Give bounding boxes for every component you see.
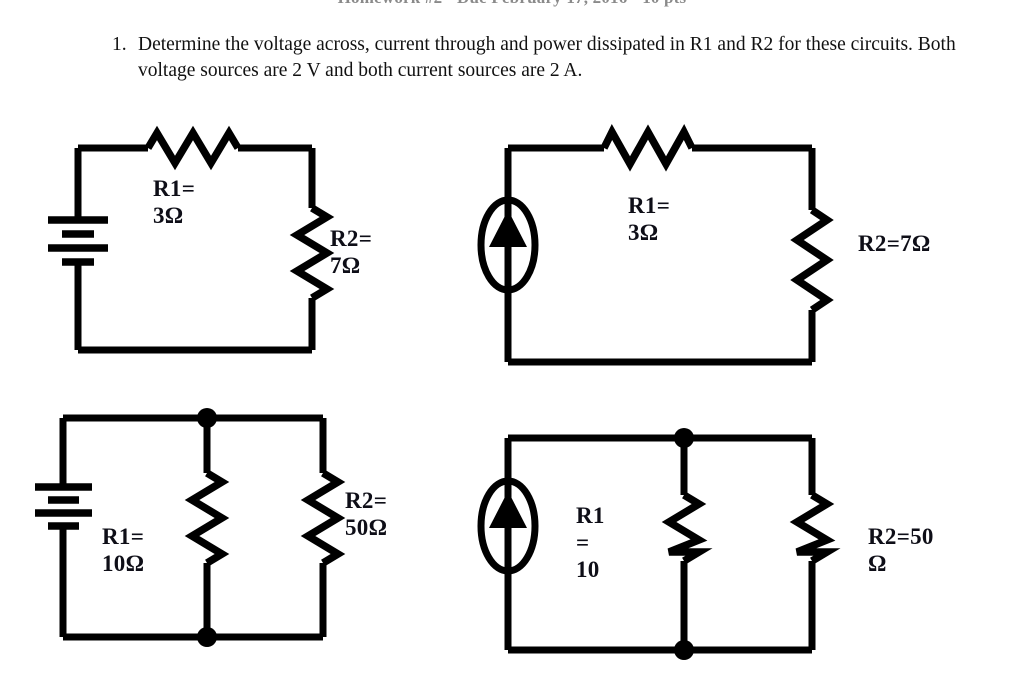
label-r1-top-left: R1= 3Ω: [153, 176, 196, 229]
document-header-clipped: Homework #2 - Due February 17, 2016 - 10…: [0, 0, 1024, 8]
label-r1-top-right: R1= 3Ω: [628, 193, 671, 246]
circuit-top-left: R1= 3Ω R2= 7Ω: [40, 125, 372, 370]
junction-dot-top: [197, 408, 217, 428]
current-source-arrow-icon: [489, 210, 527, 247]
current-source-arrow-icon: [489, 491, 527, 528]
resistor-r2-vertical-symbol: [289, 204, 335, 302]
label-r1-bottom-left: R1= 10Ω: [102, 524, 145, 577]
junction-dot-bottom: [674, 640, 694, 660]
label-r2-bottom-left: R2= 50Ω: [345, 488, 388, 541]
problem-statement: 1. Determine the voltage across, current…: [112, 32, 972, 83]
label-r1-bottom-right: R1 = 10: [576, 503, 605, 583]
resistor-r1-horizontal-symbol: [144, 125, 242, 171]
circuit-bottom-right: R1 = 10 R2=50 Ω: [477, 405, 933, 665]
problem-text: Determine the voltage across, current th…: [138, 34, 956, 81]
junction-dot-top: [674, 428, 694, 448]
circuit-bottom-left: R1= 10Ω R2= 50Ω: [35, 405, 387, 655]
label-r2-top-right: R2=7Ω: [858, 231, 931, 256]
junction-dot-bottom: [197, 627, 217, 647]
problem-number: 1.: [112, 34, 127, 55]
label-r2-bottom-right: R2=50 Ω: [868, 524, 934, 577]
circuit-top-right: R1= 3Ω R2=7Ω: [477, 124, 930, 380]
resistor-r2-vertical-symbol: [789, 491, 841, 565]
resistor-r1-vertical-symbol: [184, 469, 230, 567]
resistor-r1-horizontal-symbol: [600, 124, 696, 172]
label-r2-top-left: R2= 7Ω: [330, 226, 373, 279]
resistor-r2-vertical-symbol: [790, 206, 834, 314]
resistor-r2-vertical-symbol: [300, 469, 346, 567]
resistor-r1-vertical-symbol: [661, 491, 713, 565]
